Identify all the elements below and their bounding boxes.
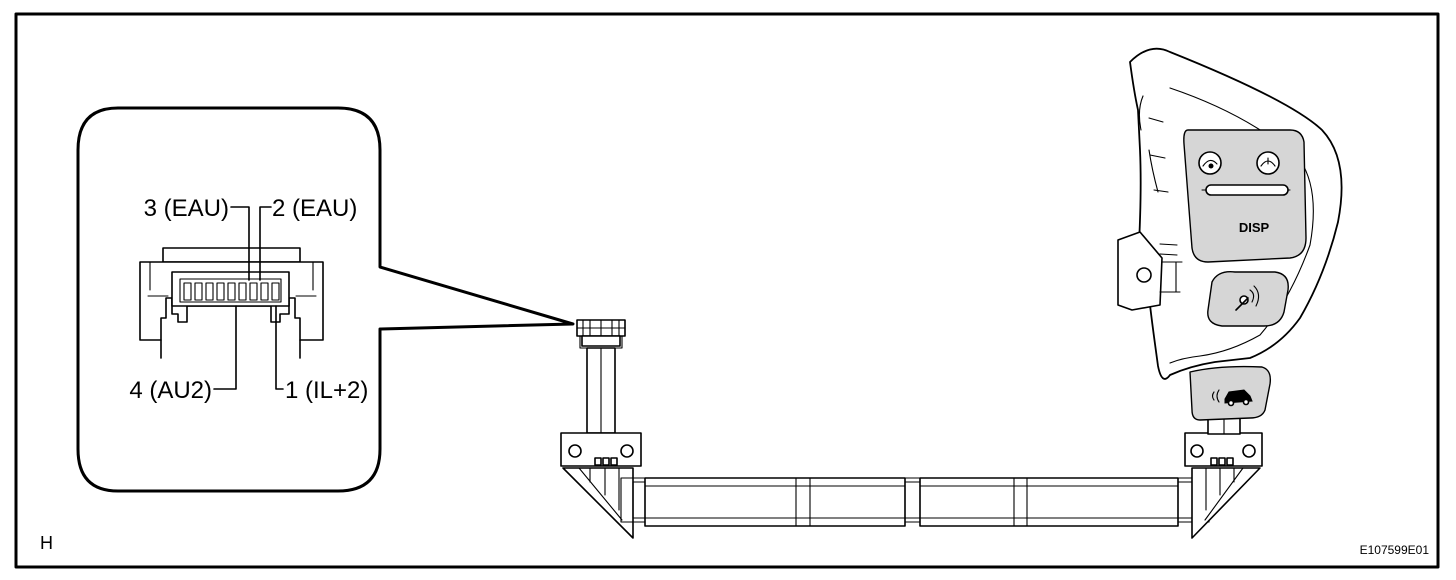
flat-ribbon-cable bbox=[620, 477, 1210, 527]
figure-frame bbox=[14, 12, 1440, 569]
steering-pad-switch: DISP bbox=[1117, 47, 1343, 421]
connector-face bbox=[139, 247, 324, 359]
pin-label-4: 4 (AU2) bbox=[129, 377, 212, 404]
drawing-code: E107599E01 bbox=[1360, 543, 1430, 557]
right-mount-bracket bbox=[1184, 413, 1263, 539]
pin-label-3: 3 (EAU) bbox=[144, 195, 229, 222]
pin-label-2: 2 (EAU) bbox=[272, 195, 357, 222]
mount-tab bbox=[1117, 231, 1183, 311]
phone-button-lower bbox=[1189, 365, 1272, 421]
disp-button-label: DISP bbox=[1239, 220, 1270, 235]
audio-button-panel bbox=[1183, 129, 1307, 263]
voice-button bbox=[1207, 271, 1289, 327]
pin-label-1: 1 (IL+2) bbox=[285, 377, 368, 404]
vehicle-sound-icon bbox=[1211, 389, 1253, 407]
mount-hole bbox=[1136, 267, 1152, 283]
volume-up-icon bbox=[1256, 151, 1280, 175]
harness-assembly bbox=[560, 319, 1263, 539]
section-letter: H bbox=[40, 533, 53, 553]
left-harness-connector bbox=[576, 319, 626, 434]
callout-outline bbox=[76, 106, 575, 493]
pin-leader-lines bbox=[213, 206, 284, 390]
connector-pin-cavities bbox=[183, 282, 280, 301]
volume-down-icon bbox=[1198, 151, 1222, 175]
connector-detail-callout: 3 (EAU) 2 (EAU) 4 (AU2) 1 (IL+2) bbox=[76, 106, 575, 493]
left-mount-bracket bbox=[560, 432, 642, 539]
voice-recognition-icon bbox=[1235, 285, 1260, 311]
